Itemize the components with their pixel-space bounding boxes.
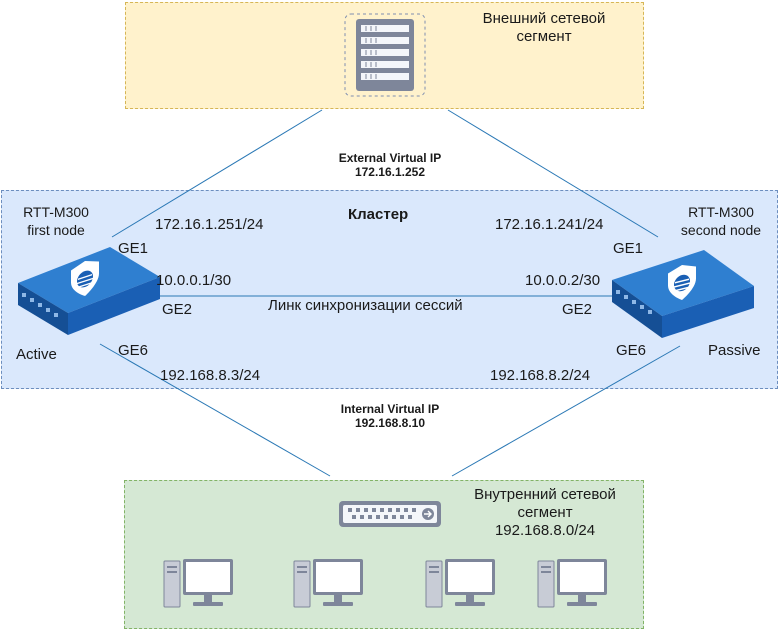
node1-state: Active	[16, 346, 57, 363]
external-vip-address: 172.16.1.252	[354, 165, 426, 179]
server-rack-icon	[344, 13, 426, 97]
external-segment-label-line2: сегмент	[516, 28, 572, 45]
internal-vip-title: Internal Virtual IP	[340, 402, 440, 416]
node1-internal-link	[99, 343, 331, 477]
firewall-appliance-icon-node1	[18, 247, 160, 335]
node2-ge2-ip: 10.0.0.2/30	[525, 272, 601, 289]
internal-vip-label: Internal Virtual IP 192.168.8.10	[300, 402, 480, 430]
cluster-title: Кластер	[348, 206, 409, 223]
node1-ge6-ip: 192.168.8.3/24	[160, 367, 261, 384]
sync-link-label: Линк синхронизации сессий	[268, 297, 463, 314]
node1-ge2-ip: 10.0.0.1/30	[156, 272, 232, 289]
node1-ge1-ip: 172.16.1.251/24	[155, 216, 264, 233]
node2-ge6-ip: 192.168.8.2/24	[490, 367, 591, 384]
node2-model: RTT-M300	[688, 204, 754, 220]
internal-vip-address: 192.168.8.10	[354, 416, 426, 430]
node2-ge2-label: GE2	[562, 301, 593, 318]
node1-role: first node	[27, 222, 85, 238]
external-vip-label: External Virtual IP 172.16.1.252	[300, 151, 480, 179]
external-vip-title: External Virtual IP	[338, 151, 442, 165]
node1-ge1-label: GE1	[118, 240, 149, 257]
node2-internal-link	[451, 345, 681, 477]
node2-state: Passive	[708, 342, 761, 359]
node2-name: RTT-M300 second node	[666, 203, 776, 239]
firewall-appliance-icon-node2	[612, 250, 754, 338]
workstation-icon	[425, 559, 495, 608]
workstation-icon	[163, 559, 233, 608]
internal-segment-label-line2: сегмент	[517, 504, 573, 521]
internal-segment-label: Внутренний сетевой сегмент 192.168.8.0/2…	[453, 486, 637, 540]
node1-name: RTT-M300 first node	[10, 203, 102, 239]
node2-ge1-ip: 172.16.1.241/24	[495, 216, 604, 233]
workstation-icon	[293, 559, 363, 608]
external-segment-label: Внешний сетевой сегмент	[454, 10, 634, 46]
node2-role: second node	[680, 222, 762, 238]
node2-ge6-label: GE6	[616, 342, 647, 359]
internal-segment-subnet: 192.168.8.0/24	[494, 522, 596, 539]
node2-ge1-label: GE1	[613, 240, 644, 257]
node1-model: RTT-M300	[23, 204, 89, 220]
node2-external-link	[447, 109, 659, 238]
internal-segment-label-line1: Внутренний сетевой	[474, 486, 616, 503]
external-segment-label-line1: Внешний сетевой	[482, 10, 606, 27]
workstation-icon	[537, 559, 607, 608]
network-switch-icon	[339, 501, 441, 527]
node1-external-link	[111, 109, 323, 238]
node1-ge2-label: GE2	[162, 301, 193, 318]
node1-ge6-label: GE6	[118, 342, 149, 359]
